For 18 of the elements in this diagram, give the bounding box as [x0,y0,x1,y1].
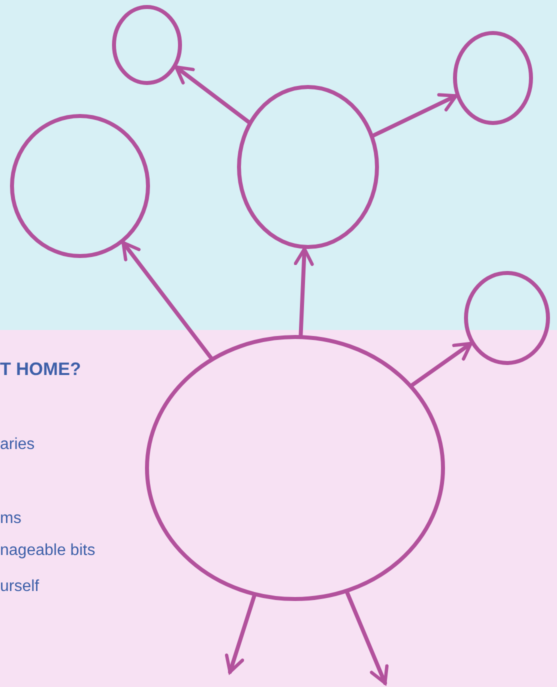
arrow [294,246,314,338]
circle-node [145,335,445,601]
arrow [174,65,251,124]
arrow [410,342,473,388]
arrow [224,594,256,674]
list-text: urself [0,578,40,596]
circle-node [464,271,550,365]
circle-node [112,5,182,85]
list-text: ms [0,510,22,528]
list-text: nageable bits [0,542,96,560]
arrow [372,93,458,138]
circle-node [237,85,379,249]
list-text: aries [0,436,35,454]
arrow [121,240,213,360]
circle-node [453,31,533,125]
arrow [345,590,389,685]
circle-node [10,114,150,258]
heading: T HOME? [0,360,81,380]
